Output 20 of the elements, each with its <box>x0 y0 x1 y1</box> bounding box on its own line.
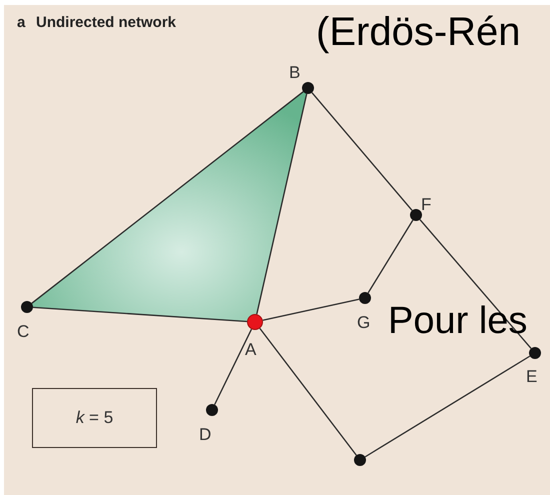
panel-title: Undirected network <box>36 13 176 33</box>
node-label: F <box>421 196 432 213</box>
network-edge <box>311 92 413 211</box>
node-label: G <box>357 314 370 331</box>
overlay-text: (Erdös-Rén <box>316 12 521 52</box>
node-label: D <box>199 426 212 443</box>
node-label: A <box>245 341 256 358</box>
network-edge <box>368 220 414 294</box>
node-label: E <box>526 368 538 385</box>
network-edge <box>419 219 532 349</box>
network-edge <box>32 306 248 322</box>
network-edge <box>256 94 308 314</box>
network-edge <box>259 328 357 456</box>
node-label: C <box>17 323 30 340</box>
network-edge <box>262 298 360 321</box>
panel-letter: a <box>17 13 26 33</box>
network-edge <box>214 328 252 405</box>
degree-box: k = 5 <box>32 388 157 448</box>
node-label: B <box>289 64 300 81</box>
network-edge <box>364 356 530 458</box>
